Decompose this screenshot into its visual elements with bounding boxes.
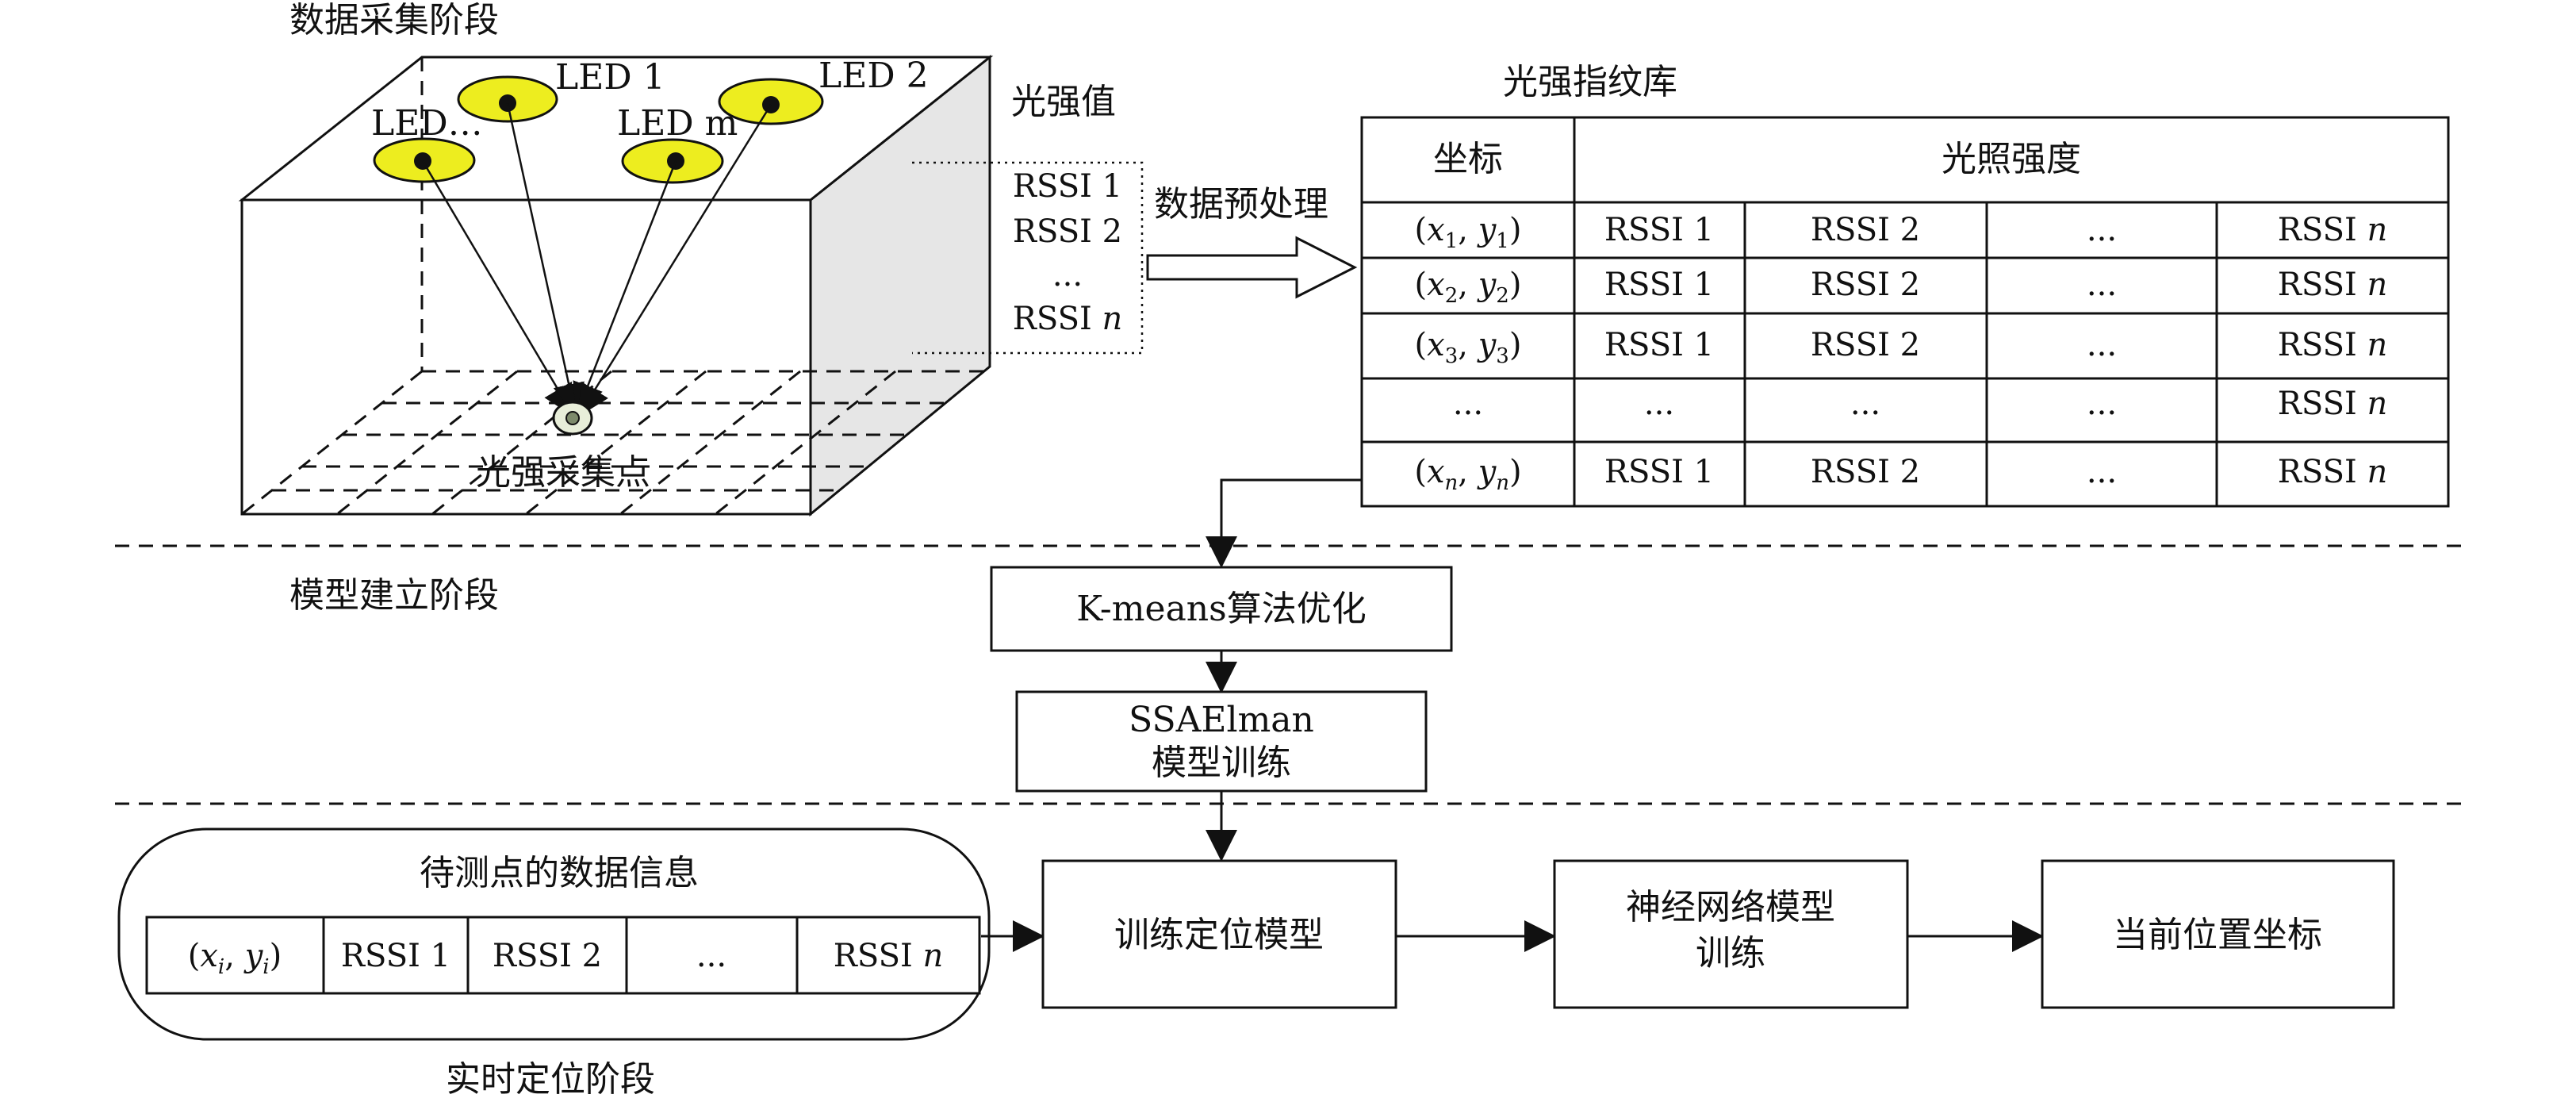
ssa-elman-label-line1: SSAElman — [1129, 700, 1314, 740]
nn-train-label-line1: 神经网络模型 — [1626, 887, 1835, 927]
led-ellipsis-label: LED… — [371, 103, 483, 144]
light-rays — [421, 102, 772, 417]
test-point-cell-3: ... — [696, 938, 726, 974]
test-point-cell-1: RSSI 1 — [341, 938, 450, 974]
fingerprint-row-3-cell-4: RSSI n — [2278, 327, 2388, 363]
fingerprint-table-frame — [1360, 116, 2450, 508]
stage-label-realtime: 实时定位阶段 — [446, 1059, 655, 1100]
test-point-cell-4: RSSI n — [834, 938, 944, 974]
floor-grid — [272, 370, 950, 516]
fingerprint-row-4-coord: ... — [1453, 386, 1483, 422]
rssi-list-item-1: RSSI 1 — [1013, 168, 1122, 205]
collection-point-label: 光强采集点 — [476, 452, 650, 493]
test-point-info-table-frame — [145, 916, 981, 995]
preprocess-arrow — [1146, 236, 1358, 299]
fingerprint-row-5-cell-4: RSSI n — [2278, 454, 2388, 490]
ssa-elman-label-line2: 模型训练 — [1152, 743, 1291, 783]
rssi-list-item-4: RSSI n — [1013, 301, 1123, 337]
fingerprint-row-1-cell-4: RSSI n — [2278, 212, 2388, 248]
current-position-box — [2041, 859, 2395, 1009]
fingerprint-row-1-cell-2: RSSI 2 — [1811, 212, 1920, 248]
fingerprint-row-4-cell-1: ... — [1644, 386, 1674, 422]
fingerprint-table — [1360, 116, 2450, 508]
current-position-label: 当前位置坐标 — [2113, 915, 2322, 955]
train-model-label: 训练定位模型 — [1114, 915, 1324, 955]
fingerprint-row-5-cell-1: RSSI 1 — [1604, 454, 1714, 490]
nn-train-label-line2: 训练 — [1696, 933, 1765, 973]
fingerprint-row-2-cell-2: RSSI 2 — [1811, 267, 1920, 303]
kmeans-box — [990, 566, 1453, 652]
intensity-label: 光强值 — [1011, 82, 1116, 122]
fingerprint-row-1-cell-3: ... — [2087, 212, 2117, 248]
ssa-elman-box — [1015, 690, 1428, 793]
fingerprint-header-intensity: 光照强度 — [1942, 139, 2081, 179]
train-model-box — [1041, 859, 1397, 1009]
room-front-face — [240, 198, 812, 516]
fingerprint-row-5-cell-3: ... — [2087, 454, 2117, 490]
led-2-label: LED 2 — [818, 56, 929, 96]
fingerprint-row-4-cell-2: ... — [1850, 386, 1880, 422]
fingerprint-row-3-cell-3: ... — [2087, 327, 2117, 363]
led-ellipsis: LED… — [371, 103, 483, 183]
test-point-info-title: 待测点的数据信息 — [420, 853, 699, 893]
collection-point — [552, 401, 593, 436]
collection-point-inner — [565, 411, 580, 425]
arrow-table-to-kmeans — [1206, 478, 1362, 568]
led-1: LED 1 — [457, 57, 665, 123]
fingerprint-row-2-cell-3: ... — [2087, 267, 2117, 303]
room-3d-box: LED 1 LED 2 LED… LED m 光强采集 — [238, 54, 994, 517]
fingerprint-row-5-cell-2: RSSI 2 — [1811, 454, 1920, 490]
room-hidden-edge-diagonal — [241, 370, 423, 516]
fingerprint-row-5-coord: (xn, yn) — [1414, 454, 1521, 495]
rssi-list-item-3: ... — [1052, 257, 1083, 294]
fingerprint-row-4-cell-4: RSSI n — [2278, 386, 2388, 422]
nn-train-box — [1553, 859, 1909, 1009]
led-1-label: LED 1 — [555, 57, 665, 98]
stage-label-collection: 数据采集阶段 — [289, 0, 499, 40]
fingerprint-header-coord: 坐标 — [1433, 139, 1503, 179]
fingerprint-row-2-cell-4: RSSI n — [2278, 267, 2388, 303]
fingerprint-row-2-cell-1: RSSI 1 — [1604, 267, 1714, 303]
fingerprint-row-3-cell-1: RSSI 1 — [1604, 327, 1714, 363]
rssi-list-item-2: RSSI 2 — [1013, 213, 1122, 250]
preprocess-label: 数据预处理 — [1154, 184, 1328, 225]
test-point-info-table — [145, 916, 981, 995]
led-2: LED 2 — [718, 56, 929, 125]
kmeans-label: K-means算法优化 — [1076, 589, 1366, 629]
fingerprint-row-1-cell-1: RSSI 1 — [1604, 212, 1714, 248]
fingerprint-row-4-cell-3: ... — [2087, 386, 2117, 422]
stage-label-modeling: 模型建立阶段 — [289, 575, 499, 616]
test-point-cell-2: RSSI 2 — [493, 938, 602, 974]
rssi-bracket — [912, 161, 1144, 355]
fingerprint-title: 光强指纹库 — [1503, 62, 1677, 102]
fingerprint-row-3-cell-2: RSSI 2 — [1811, 327, 1920, 363]
led-m-label: LED m — [617, 103, 738, 144]
